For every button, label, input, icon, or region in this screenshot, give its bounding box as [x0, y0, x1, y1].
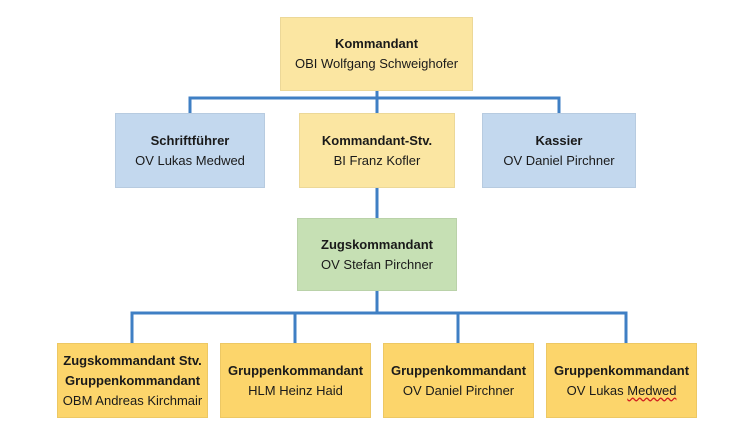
- kassier-title: Kassier: [535, 132, 583, 148]
- gruppe3-name: OV Lukas Medwed: [567, 381, 677, 401]
- box-schriftfuehrer: Schriftführer OV Lukas Medwed: [115, 113, 265, 188]
- kommandant-name: OBI Wolfgang Schweighofer: [294, 56, 459, 71]
- zugskommandant-stv-title-line1: Zugskommandant Stv.: [63, 352, 202, 368]
- gruppe3-name-marked: Medwed: [627, 382, 677, 398]
- box-kommandant-stv: Kommandant-Stv. BI Franz Kofler: [299, 113, 455, 188]
- schriftfuehrer-title: Schriftführer: [150, 132, 230, 148]
- gruppe3-name-prefix: OV Lukas: [566, 382, 628, 398]
- gruppe2-title: Gruppenkommandant: [390, 362, 527, 378]
- box-gruppenkommandant-2: Gruppenkommandant OV Daniel Pirchner: [383, 343, 534, 418]
- gruppe3-title: Gruppenkommandant: [553, 362, 690, 378]
- box-gruppenkommandant-3: Gruppenkommandant OV Lukas Medwed: [546, 343, 697, 418]
- gruppe2-name: OV Daniel Pirchner: [402, 382, 515, 398]
- stellvertreter-name: BI Franz Kofler: [333, 152, 421, 168]
- kassier-name: OV Daniel Pirchner: [503, 152, 615, 168]
- box-gruppenkommandant-1: Gruppenkommandant HLM Heinz Haid: [220, 343, 371, 418]
- zugskommandant-stv-name: OBM Andreas Kirchmair: [62, 392, 203, 408]
- zugskommandant-stv-title-line2: Gruppenkommandant: [64, 372, 201, 388]
- schriftfuehrer-name: OV Lukas Medwed: [135, 152, 245, 168]
- box-kassier: Kassier OV Daniel Pirchner: [482, 113, 636, 188]
- zugskommandant-title: Zugskommandant: [321, 236, 433, 252]
- stellvertreter-title: Kommandant-Stv.: [321, 132, 433, 148]
- kommandant-title: Kommandant: [334, 36, 419, 51]
- box-zugskommandant: Zugskommandant OV Stefan Pirchner: [297, 218, 457, 291]
- box-zugskommandant-stv: Zugskommandant Stv. Gruppenkommandant OB…: [57, 343, 208, 418]
- box-kommandant: Kommandant OBI Wolfgang Schweighofer: [280, 17, 473, 91]
- gruppe1-title: Gruppenkommandant: [227, 362, 364, 378]
- gruppe1-name: HLM Heinz Haid: [248, 382, 343, 398]
- zugskommandant-name: OV Stefan Pirchner: [321, 256, 433, 272]
